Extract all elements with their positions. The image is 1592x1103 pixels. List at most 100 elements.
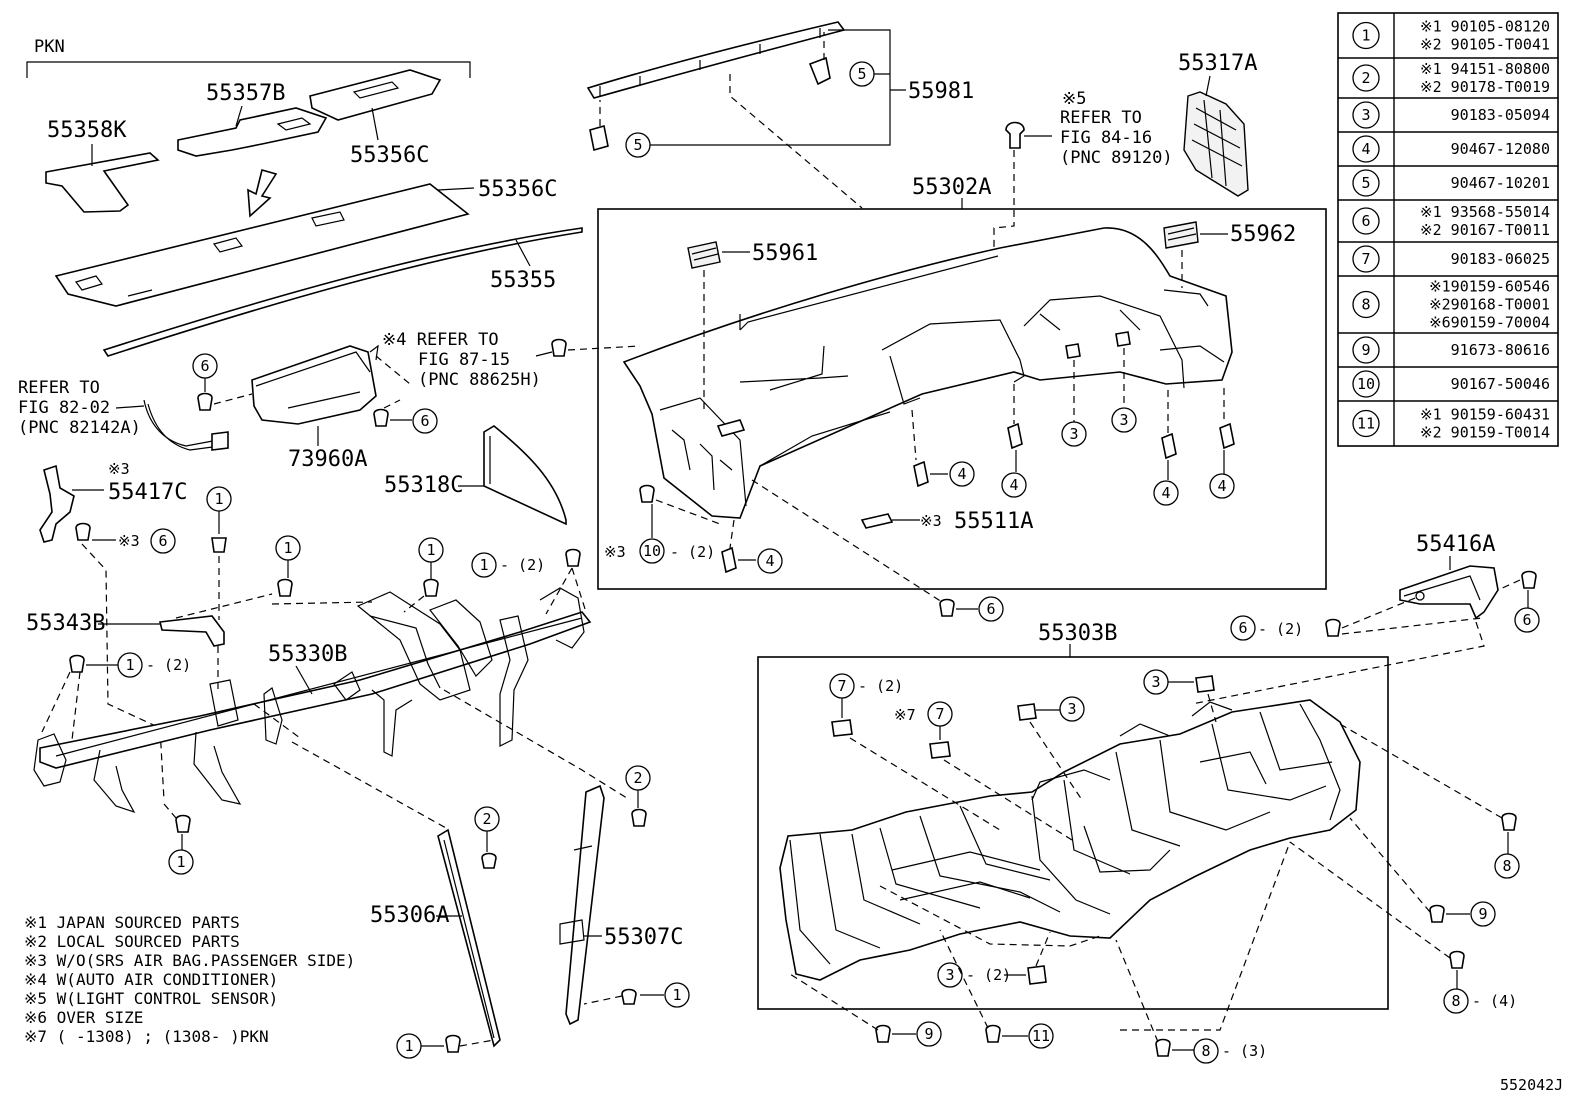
callout-number: 4 <box>765 552 774 570</box>
glove-door-55318C[interactable] <box>483 425 567 526</box>
ref5-mark: ※5 <box>1062 89 1086 109</box>
callout-number: 6 <box>1238 619 1247 637</box>
pn-55307C: 55307C <box>604 925 683 950</box>
defroster-group: 55981 <box>586 21 974 209</box>
pn-55355: 55355 <box>490 268 556 293</box>
ref4-line2: FIG 87-15 <box>418 350 510 370</box>
pad-55358K[interactable] <box>45 152 160 213</box>
callout-number: 1 <box>214 490 223 508</box>
callout-number: 3 <box>1069 425 1078 443</box>
note-line: ※1 JAPAN SOURCED PARTS <box>24 913 240 932</box>
panel-sub-55303B[interactable] <box>779 699 1361 981</box>
parts-table-number: 2 <box>1361 69 1370 87</box>
brace-55307C[interactable] <box>565 784 605 1026</box>
parts-table-number: 8 <box>1361 296 1370 314</box>
aspirator <box>551 338 567 357</box>
pad-55356C-top[interactable] <box>309 69 442 121</box>
parts-table-row: 8※190159-60546※290168-T0001※690159-70004 <box>1338 275 1558 332</box>
parts-table-row: 6※1 93568-55014※2 90167-T0011 <box>1338 199 1558 239</box>
ref5-line2: FIG 84-16 <box>1060 128 1152 148</box>
bracket-55417C-group: ※3 55417C ※3 <box>39 460 187 801</box>
bracket-55417C[interactable] <box>39 464 75 543</box>
parts-table-part-number: ※290168-T0001 <box>1429 296 1550 314</box>
ref5-group: ※5 REFER TO FIG 84-16 (PNC 89120) <box>993 89 1173 262</box>
callout-number: 1 <box>283 539 292 557</box>
parts-table-part-number: ※1 94151-80800 <box>1420 60 1550 78</box>
callout-number: 9 <box>924 1025 933 1043</box>
parts-table-part-number: ※1 90159-60431 <box>1420 406 1550 424</box>
pn-55417C: 55417C <box>108 480 187 505</box>
pn-73960A: 73960A <box>288 447 367 472</box>
callout-number: 8 <box>1451 992 1460 1010</box>
reinforcement-55330B[interactable] <box>39 611 592 769</box>
pn-55330B: 55330B <box>268 642 347 667</box>
parts-table-row: 2 ※1 94151-80800※2 90178-T0019 <box>1338 57 1558 96</box>
ref4-line3: (PNC 88625H) <box>418 370 541 390</box>
parts-table-part-number: ※190159-60546 <box>1429 278 1550 296</box>
bracket-55416A[interactable] <box>1399 565 1499 620</box>
bolts-group: - (4) - (3) <box>789 723 1520 1064</box>
callout-number: 4 <box>1009 476 1018 494</box>
callout-number: 10 <box>643 542 661 560</box>
ref82-line2: FIG 82-02 <box>18 398 110 418</box>
callout-number: 1 <box>479 556 488 574</box>
diagram-id: 552042J <box>1500 1076 1563 1094</box>
ref4-group: ※4 REFER TO FIG 87-15 (PNC 88625H) <box>382 330 641 390</box>
callout-number: 1 <box>176 853 185 871</box>
parts-table-part-number: ※2 90159-T0014 <box>1420 424 1550 442</box>
callout-number: 9 <box>1478 905 1487 923</box>
callout-number: 7 <box>837 677 846 695</box>
callout-number: 3 <box>1067 700 1076 718</box>
ref4-line1: ※4 REFER TO <box>382 330 499 350</box>
clip-55511A[interactable] <box>860 513 894 529</box>
parts-table-number: 6 <box>1361 212 1370 230</box>
airbag-group: 73960A <box>192 344 438 472</box>
instrument-panel-55302A[interactable] <box>622 227 1233 519</box>
callout-number: 2 <box>633 769 642 787</box>
parts-table-part-number: 90183-06025 <box>1451 250 1550 268</box>
parts-table-part-number: ※2 90178-T0019 <box>1420 78 1550 96</box>
callout-number: 1 <box>404 1037 413 1055</box>
callout-number: 3 <box>1119 411 1128 429</box>
panel-55302A-group: 55302A 55961 55962 <box>597 175 1327 590</box>
pad-55356C-main[interactable] <box>54 183 470 307</box>
pn-55358K: 55358K <box>47 118 127 143</box>
airbag-73960A[interactable] <box>251 345 377 425</box>
defroster-55981[interactable] <box>586 21 846 99</box>
ref82-line3: (PNC 82142A) <box>18 418 141 438</box>
pn-55317A: 55317A <box>1178 51 1257 76</box>
pad-55357B[interactable] <box>177 107 328 157</box>
pn-55318C: 55318C <box>384 473 463 498</box>
side-cover-55317A[interactable] <box>1183 91 1249 197</box>
pn-55962: 55962 <box>1230 222 1296 247</box>
callout-number: 6 <box>158 532 167 550</box>
pn-55357B: 55357B <box>206 81 285 106</box>
parts-table-number: 1 <box>1361 27 1370 45</box>
strip-55355[interactable] <box>102 227 583 357</box>
side-cover-group: 55317A <box>1178 51 1257 197</box>
parts-table-row: 9 91673-80616 <box>1338 332 1558 364</box>
pn-55343B: 55343B <box>26 611 105 636</box>
parts-table-part-number: ※2 90167-T0011 <box>1420 221 1550 239</box>
arrow <box>247 169 278 218</box>
qty-3: - (2) <box>966 966 1011 984</box>
bracket-55343B[interactable] <box>159 615 225 647</box>
glovebox-group: 55318C <box>384 425 567 526</box>
qty-7: - (2) <box>858 677 903 695</box>
parts-table-number: 3 <box>1361 106 1370 124</box>
callout-number: 6 <box>200 357 209 375</box>
qty-8-bottom: - (3) <box>1222 1042 1267 1060</box>
callout-number: 2 <box>482 810 491 828</box>
callout-number: 8 <box>1502 857 1511 875</box>
note-line: ※7 ( -1308) ; (1308- )PKN <box>24 1027 269 1046</box>
parts-table-part-number: 90167-50046 <box>1451 375 1550 393</box>
marker-3-10: ※3 <box>604 543 626 561</box>
parts-table-part-number: 91673-80616 <box>1451 341 1550 359</box>
parts-table-number: 9 <box>1361 341 1370 359</box>
parts-table-part-number: 90467-10201 <box>1451 174 1550 192</box>
marker-3-6: ※3 <box>118 532 140 550</box>
